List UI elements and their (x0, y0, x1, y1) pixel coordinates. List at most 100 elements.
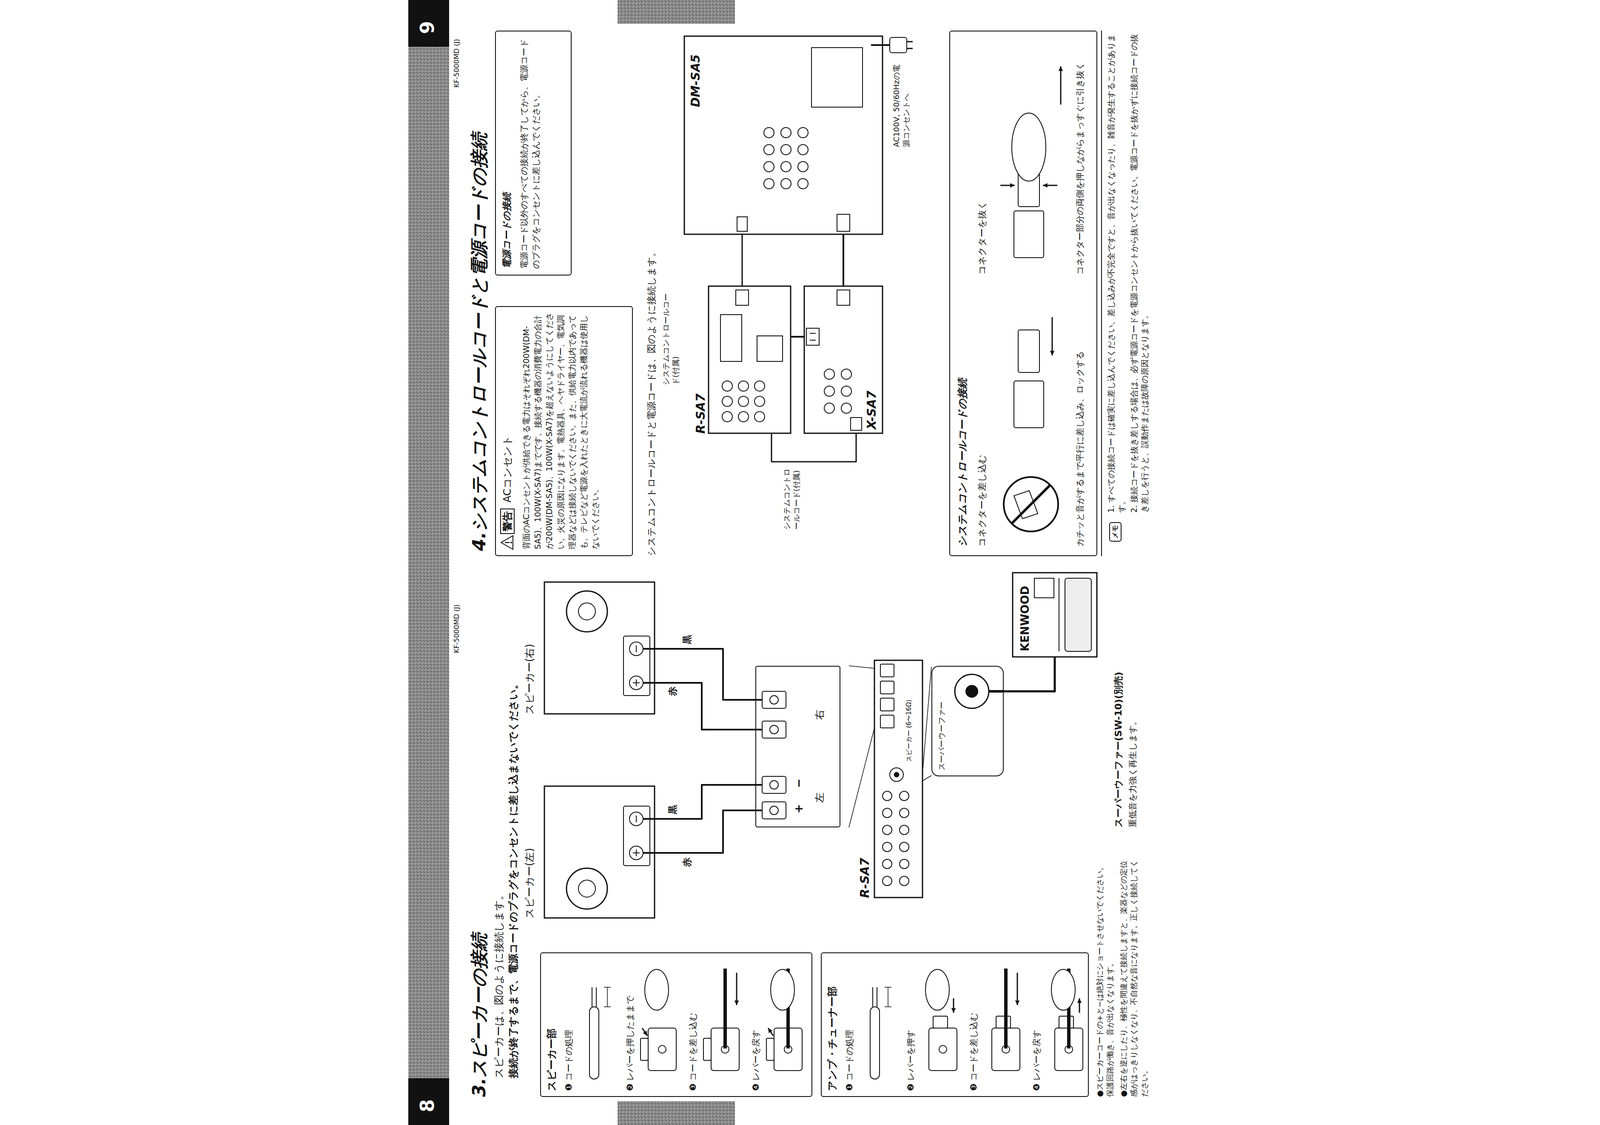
speaker-label: スピーカー(左) (523, 848, 537, 919)
polarity-mark: − (791, 778, 807, 789)
plus-terminal (629, 846, 644, 860)
rca-jack (824, 386, 835, 397)
box-heading: システムコントロールコードの接続 (956, 378, 970, 547)
page-number-block (408, 1078, 450, 1125)
control-socket (735, 290, 749, 306)
power-cord (842, 234, 845, 286)
dimension-tick (884, 987, 892, 988)
arrowhead (1050, 350, 1055, 356)
index-tab (617, 0, 735, 24)
rca-jack (841, 369, 852, 380)
arrowhead (1077, 998, 1082, 1004)
header-band (408, 0, 450, 1125)
rca-jack (882, 808, 892, 818)
speaker-wire (654, 683, 756, 730)
note-bullet: ●左右を逆にしたり、極性を間違えて接続しますと、楽器などの定位感がはっきりしなく… (1118, 859, 1150, 1098)
terminal-plate (623, 636, 650, 696)
arrowhead (1015, 1000, 1020, 1006)
rca-jack (763, 127, 775, 138)
rca-jack (722, 396, 733, 407)
outlet-slot (809, 333, 816, 334)
zoom-leader (922, 666, 932, 769)
component-rear-panel: X-SA7 (803, 285, 883, 434)
subwoofer-cabinet (1012, 572, 1097, 658)
warning-box: 警告ACコンセント背面のACコンセントが供給できる電力はそれぞれ200W(DM-… (495, 306, 633, 557)
control-cord (741, 234, 744, 286)
release-arrow (768, 1028, 774, 1037)
terminal-lever (996, 1016, 1011, 1029)
rca-jack (824, 403, 835, 414)
speaker-wire (654, 649, 756, 701)
hand (644, 969, 669, 1011)
socket (1013, 210, 1044, 258)
rca-jack (841, 403, 852, 414)
warning-tag: 警告 (500, 508, 515, 535)
model-name: R-SA7 (857, 858, 873, 899)
control-cord (771, 433, 857, 462)
rca-jack (754, 381, 765, 392)
dimension-tick (603, 987, 611, 988)
terminal (762, 776, 786, 794)
rca-jack (763, 144, 775, 155)
speaker-terminal (880, 715, 894, 729)
bare-wire (876, 987, 878, 1008)
step-label: ❹ レバーを戻す (750, 1030, 762, 1092)
caption: カチッと音がするまで平行に差し込み、ロックする (1074, 308, 1086, 547)
step-label: ❶ コードの処理 (843, 1030, 855, 1092)
warning-mark (510, 542, 513, 544)
plug-prong (906, 41, 913, 43)
rca-jack (882, 859, 892, 869)
hand (1051, 969, 1076, 1011)
jack-plug (965, 685, 978, 698)
power-cord (791, 335, 804, 338)
step-label: コネクターを差し込む (976, 454, 988, 547)
speaker: スピーカー(左) (523, 785, 655, 919)
page-title: 3.スピーカーの接続 (467, 933, 492, 1098)
instruction-box: スピーカー部❶ コードの処理❷ レバーを押したままで❸ コードを差し込む❹ レバ… (540, 952, 813, 1098)
dimension-line (887, 987, 889, 1008)
step-label: ❹ レバーを戻す (1030, 1030, 1042, 1092)
minus-terminal (629, 812, 644, 826)
note-bullet: ●スピーカーコードの+と−は絶対にショートさせないでください。保護回路が働き、音… (1094, 859, 1116, 1098)
panel-outline (708, 286, 791, 434)
bare-wire (591, 987, 593, 1008)
zoom-leader (848, 666, 875, 669)
port-panel (1064, 578, 1092, 652)
pull-arrow (1060, 66, 1062, 105)
model-name: R-SA7 (693, 393, 709, 435)
wire-stub (643, 648, 655, 650)
amplifier-rear-panel: R-SA7 スピーカー (6〜16Ω) (857, 660, 923, 899)
rca-jack (738, 411, 749, 422)
model-name: X-SA7 (864, 390, 880, 430)
speaker-cord (870, 1007, 880, 1080)
arrowhead (1010, 183, 1015, 188)
rca-jack (841, 386, 852, 397)
insert-arrow (1051, 317, 1054, 356)
terminal-label: スピーカー (6〜16Ω) (905, 699, 914, 763)
speaker-terminal (880, 681, 894, 695)
instruction-box: システムコントロールコードの接続コネクターを差し込む カチッと音がするまで平行に差… (949, 30, 1098, 557)
note-text: 1. すべての接続コードは確実に差し込んでください。差し込みが不完全ですと、音が… (1105, 32, 1127, 513)
jack-label: スーパーウーファー (936, 701, 947, 771)
wire-color-label: 黒 (681, 633, 694, 646)
rca-jack (882, 791, 892, 801)
power-cord (871, 44, 883, 46)
terminal (762, 691, 786, 709)
caution-text: 接続が終了するまで、電源コードのプラグをコンセントに差し込まないでください。 (506, 679, 521, 1079)
polarity-symbol (635, 645, 637, 653)
step-label: ❷ レバーを押す (905, 1030, 917, 1092)
memo-icon: メモ (1109, 522, 1122, 542)
step-label: ❶ コードの処理 (563, 1030, 575, 1092)
speaker-label: スピーカー(右) (523, 643, 537, 715)
speaker-cabinet (544, 786, 655, 919)
bare-wire (872, 987, 874, 1008)
page-number-block (408, 0, 450, 47)
warning-mark (504, 542, 510, 544)
prohibited-slash (1011, 485, 1051, 524)
note-box: 電源コードの接続電源コード以外のすべての接続が終了してから、電源コードのプラグを… (495, 30, 572, 276)
terminal-lever (703, 1038, 712, 1061)
arrowhead (1058, 66, 1063, 72)
tilted-connector (1013, 490, 1038, 519)
plus-terminal (629, 676, 644, 690)
terminal-hole (769, 780, 779, 790)
